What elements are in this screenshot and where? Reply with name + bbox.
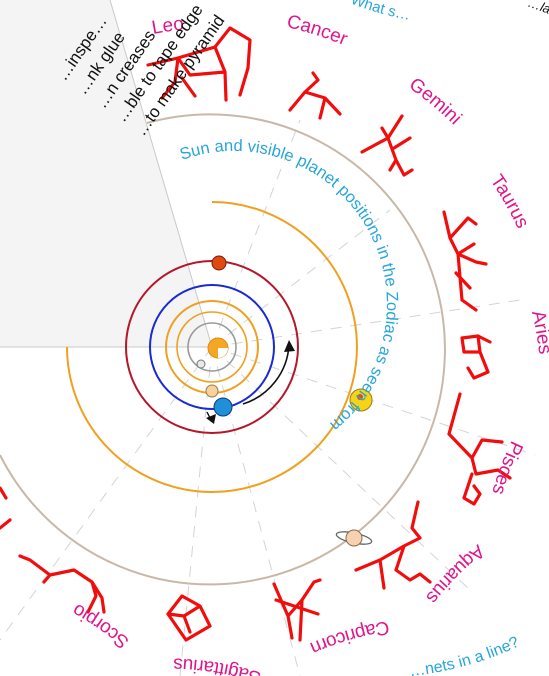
scorpio-constellation <box>18 554 106 614</box>
saturn <box>345 529 363 547</box>
mercury <box>196 359 206 369</box>
zodiac-aries: Aries <box>527 309 549 356</box>
venus <box>205 384 219 398</box>
taurus-constellation <box>442 210 488 312</box>
zodiac-scorpio: Scorpio <box>69 599 133 652</box>
zodiac-aquarius: Aquarius <box>421 540 488 607</box>
mars <box>211 255 227 271</box>
zodiac-pisces: Pisces <box>487 438 526 497</box>
fold-panel <box>0 0 212 347</box>
mars-orbit <box>149 284 275 410</box>
orbit-arrows <box>206 340 295 424</box>
constellations <box>0 26 512 642</box>
outer-orbit <box>0 113 446 586</box>
capricorn-constellation <box>272 578 322 642</box>
saturn-orbit <box>66 201 358 494</box>
bottom-right-text: …nets in a line? <box>408 634 521 676</box>
mercury-orbit <box>187 322 237 372</box>
libra-constellation-partial <box>0 486 12 530</box>
earth <box>213 397 233 417</box>
planets <box>196 255 373 547</box>
zodiac-leo: Leo <box>150 14 185 39</box>
sagittarius-constellation <box>166 594 212 642</box>
pisces-constellation <box>447 392 512 506</box>
venus-orbit <box>176 311 248 383</box>
gemini-constellation <box>360 114 414 177</box>
top-edge-text: What s… <box>349 0 412 24</box>
zodiac-cancer: Cancer <box>285 11 351 50</box>
fold-line <box>109 0 213 348</box>
aquarius-constellation <box>354 500 432 590</box>
radial-guides <box>0 119 536 676</box>
cancer-constellation <box>288 71 342 120</box>
zodiac-capricorn: Capricorn <box>307 616 391 659</box>
leo-constellation <box>146 26 252 102</box>
aries-constellation <box>460 334 492 380</box>
zodiac-gemini: Gemini <box>405 74 465 129</box>
zodiac-taurus: Taurus <box>486 171 533 232</box>
jupiter <box>349 388 373 412</box>
top-right-text: …late <box>526 0 549 20</box>
zodiac-sagittarius: Sagittarius <box>173 653 264 676</box>
